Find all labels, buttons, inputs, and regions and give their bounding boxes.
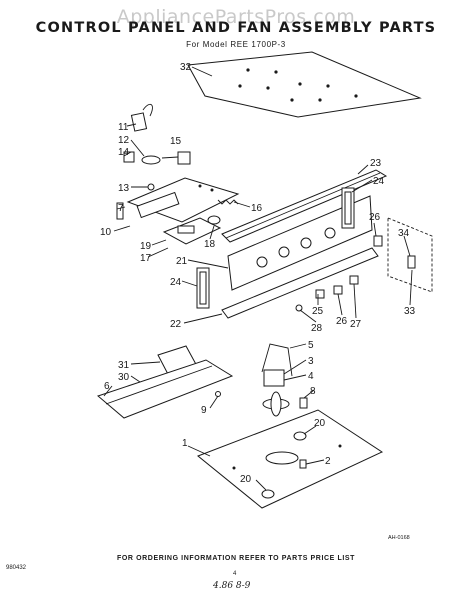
part-33-box [387,217,433,293]
callout-24-upper: 24 [373,176,385,187]
part-24-end-left [196,267,210,309]
callout-28: 28 [311,323,323,334]
callout-15: 15 [170,136,182,147]
page-number: 4 [233,571,237,577]
part-19-switch [162,217,222,245]
part-18-knob [207,215,221,225]
callout-2: 2 [325,456,331,467]
part-3-motor [263,369,285,387]
callout-14: 14 [118,147,130,158]
callout-1: 1 [182,438,188,449]
leader-lines [103,66,413,491]
callout-20-upper: 20 [314,418,326,429]
part-14-clip [123,151,135,163]
callout-32: 32 [180,62,192,73]
part-11-component [130,103,153,132]
callout-5: 5 [308,340,314,351]
callout-34: 34 [398,228,410,239]
callout-11: 11 [118,122,129,133]
callout-10: 10 [100,227,112,238]
callout-9: 9 [201,405,207,416]
ordering-note: FOR ORDERING INFORMATION REFER TO PARTS … [116,555,356,562]
callout-23: 23 [370,158,382,169]
part-4-fan [262,391,290,417]
part-8-clip [299,397,308,409]
part-22-lower-rail [221,247,379,319]
model-subtitle: For Model REE 1700P-3 [186,40,286,49]
drawing-reference: AH-0168 [388,535,410,541]
callout-3: 3 [308,356,314,367]
handwritten-note: 4.86 8-9 [213,581,251,591]
part-15-block [177,151,191,165]
callout-22: 22 [170,319,182,330]
part-16-spring [217,199,239,205]
part-7-bracket [116,202,124,220]
callout-30: 30 [118,372,130,383]
callout-20-lower: 20 [240,474,252,485]
callout-26-upper: 26 [369,212,381,223]
part-13-screw [147,183,155,191]
part-10-bracket [126,177,240,223]
part-5-bracket [261,343,293,377]
control-panel-body [227,195,373,291]
part-32-top-panel [187,51,422,118]
callout-4: 4 [308,371,314,382]
part-24-end-right [341,187,355,229]
callout-16: 16 [251,203,263,214]
callout-6: 6 [104,381,110,392]
watermark: AppliancePartsPros.com [116,6,356,28]
part-20-clip-lower [261,489,275,499]
callout-33: 33 [404,306,416,317]
part-20-clip-upper [293,431,307,441]
callout-19: 19 [140,241,152,252]
callout-8: 8 [310,386,316,397]
callout-25: 25 [312,306,324,317]
callout-18: 18 [204,239,216,250]
part-30-duct [96,359,234,419]
callout-27: 27 [350,319,362,330]
callout-12: 12 [118,135,130,146]
part-9-screw [215,391,221,397]
page-title: CONTROL PANEL AND FAN ASSEMBLY PARTS [35,20,437,36]
part-1-base [197,409,384,509]
callout-21: 21 [176,256,188,267]
callout-26-lower: 26 [336,316,348,327]
callout-24-lower: 24 [170,277,182,288]
callout-31: 31 [118,360,130,371]
document-number: 980432 [6,565,27,571]
part-2-screw [299,459,307,469]
callout-7: 7 [118,203,124,214]
part-12-ring [141,155,161,165]
callout-17: 17 [140,253,152,264]
callout-13: 13 [118,183,130,194]
